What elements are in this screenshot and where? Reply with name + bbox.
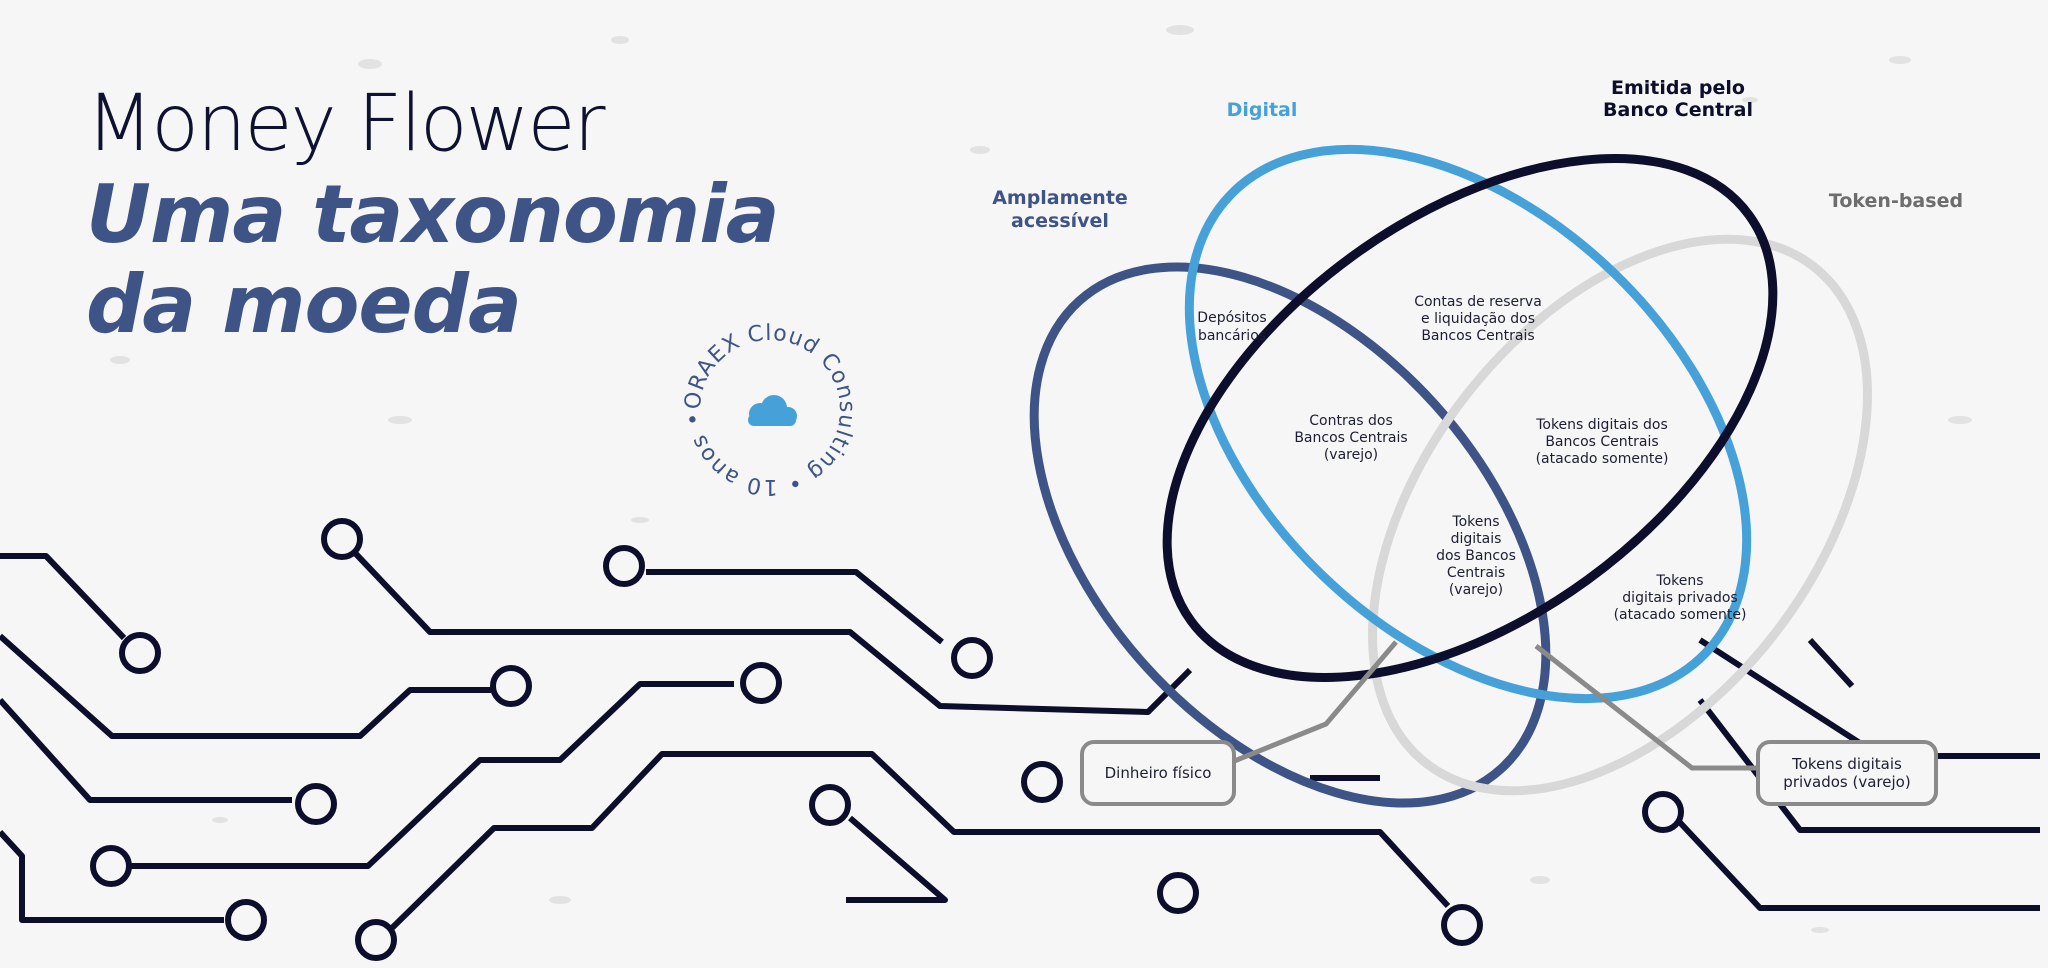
venn-ellipses xyxy=(1029,144,1872,808)
circuit-node xyxy=(1021,761,1063,803)
label-digital: Digital xyxy=(1227,99,1298,121)
callout-leader xyxy=(1221,640,1398,769)
region-line: Depósitos xyxy=(1197,310,1266,326)
ellipse-widely-accessible xyxy=(1029,262,1551,808)
ellipse-token-based xyxy=(1368,234,1872,796)
region-line: bancários xyxy=(1198,328,1266,344)
region-reserve-accounts: Contas de reserva e liquidação dos Banco… xyxy=(1414,294,1542,344)
region-line: Contas de reserva xyxy=(1414,294,1542,310)
circuit-trace xyxy=(122,681,734,869)
ellipse-digital xyxy=(1184,144,1752,704)
circuit-node xyxy=(809,784,851,826)
circuit-trace xyxy=(353,551,1193,715)
callout-text: privados (varejo) xyxy=(1783,773,1910,791)
title-block: Money Flower Uma taxonomia da moeda xyxy=(86,78,780,351)
circuit-trace xyxy=(846,815,948,903)
region-line: Tokens xyxy=(1655,573,1703,589)
circuit-node xyxy=(321,518,363,560)
callout-cash: Dinheiro físico xyxy=(1080,640,1398,806)
callout-box xyxy=(1756,740,1938,806)
circuit-trace xyxy=(0,697,292,803)
region-line: (varejo) xyxy=(1449,582,1503,598)
circuit-trace xyxy=(646,569,944,645)
label-accessible-line2: acessível xyxy=(1011,210,1109,232)
region-line: Tokens xyxy=(1451,514,1499,530)
circuit-node xyxy=(490,665,532,707)
circuit-trace xyxy=(0,829,224,923)
region-line: digitais privados xyxy=(1622,590,1737,606)
circuit-trace xyxy=(0,553,127,641)
title-subtitle-line1: Uma taxonomia xyxy=(86,168,780,261)
region-line: Bancos Centrais xyxy=(1294,430,1407,446)
callout-leader xyxy=(1534,644,1770,771)
circuit-node xyxy=(740,662,782,704)
circuit-trace xyxy=(1669,811,2040,911)
circuit-node xyxy=(225,899,267,941)
region-line: e liquidação dos xyxy=(1421,311,1535,327)
region-line: (atacado somente) xyxy=(1536,451,1669,467)
circuit-trace xyxy=(1697,698,2040,833)
circuit-node xyxy=(1441,904,1483,946)
region-cb-accounts-retail: Contras dos Bancos Centrais (varejo) xyxy=(1294,413,1407,463)
region-line: (varejo) xyxy=(1324,447,1378,463)
label-token-based: Token-based xyxy=(1829,190,1963,212)
callout-text: Tokens digitais xyxy=(1791,755,1902,773)
cloud-icon xyxy=(748,395,797,426)
circuit-node xyxy=(295,783,337,825)
circuit-node xyxy=(90,845,132,887)
ellipse-central-bank xyxy=(1162,154,1778,682)
circuit-node xyxy=(951,637,993,679)
callout-text: Dinheiro físico xyxy=(1105,764,1212,782)
region-line: Bancos Centrais xyxy=(1421,328,1534,344)
region-line: Contras dos xyxy=(1309,413,1393,429)
circuit-node xyxy=(119,632,161,674)
region-cb-tokens-retail: Tokens digitais dos Bancos Centrais (var… xyxy=(1436,514,1516,598)
region-line: Tokens digitais dos xyxy=(1535,417,1668,433)
circuit-node xyxy=(603,545,645,587)
region-line: Bancos Centrais xyxy=(1545,434,1658,450)
circuit-node xyxy=(355,919,397,961)
circuit-nodes xyxy=(90,518,1684,961)
circuit-trace xyxy=(0,633,491,739)
circuit-node xyxy=(1642,791,1684,833)
label-accessible-line1: Amplamente xyxy=(992,187,1128,209)
circuit-trace xyxy=(389,751,1451,931)
label-central-bank-line2: Banco Central xyxy=(1603,99,1753,121)
region-cb-tokens-wholesale: Tokens digitais dos Bancos Centrais (ata… xyxy=(1535,417,1668,467)
title-main: Money Flower xyxy=(86,79,606,169)
callout-box xyxy=(1080,740,1236,806)
circuit-traces xyxy=(0,551,2040,931)
region-line: Centrais xyxy=(1447,565,1505,581)
region-private-tokens-wholesale: Tokens digitais privados (atacado soment… xyxy=(1614,573,1747,623)
region-deposits: Depósitos bancários xyxy=(1197,310,1266,344)
callout-private-tokens-retail: Tokens digitais privados (varejo) xyxy=(1534,644,1938,806)
circuit-node xyxy=(1157,872,1199,914)
title-subtitle-line2: da moeda xyxy=(86,258,522,351)
region-line: digitais xyxy=(1451,531,1502,547)
circuit-trace xyxy=(1807,637,1855,689)
label-central-bank-line1: Emitida pelo xyxy=(1611,77,1745,99)
region-line: dos Bancos xyxy=(1436,548,1516,564)
region-line: (atacado somente) xyxy=(1614,607,1747,623)
